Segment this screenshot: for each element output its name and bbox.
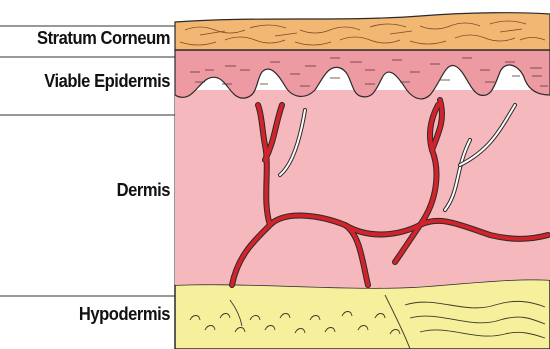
- label-dividers: [0, 26, 175, 296]
- label-stratum-corneum: Stratum Corneum: [14, 27, 170, 49]
- stratum-corneum-layer: [175, 13, 550, 50]
- hypodermis-layer: [175, 279, 550, 349]
- label-hypodermis: Hypodermis: [14, 303, 170, 325]
- label-dermis: Dermis: [14, 179, 170, 201]
- label-viable-epidermis: Viable Epidermis: [14, 70, 170, 92]
